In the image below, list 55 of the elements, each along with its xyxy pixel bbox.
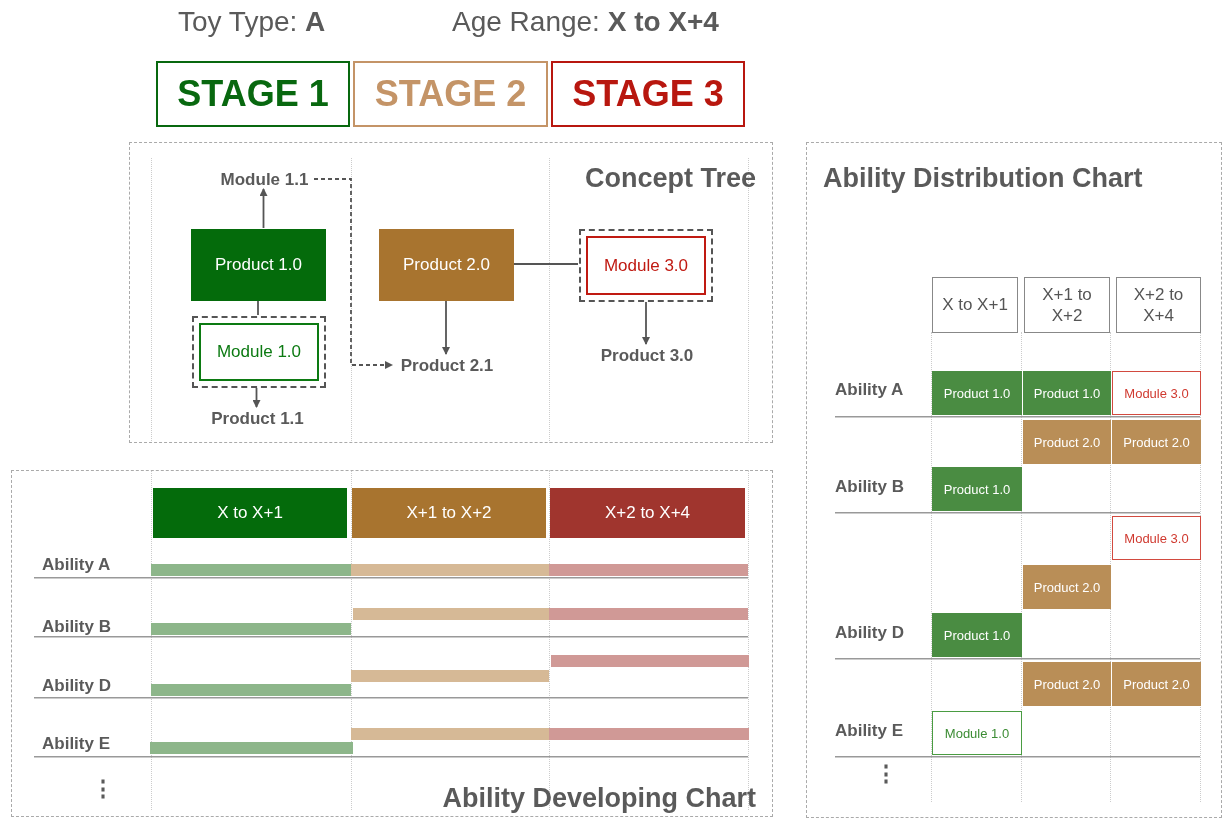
row-label: Ability D bbox=[835, 623, 904, 643]
node-label: Product 3.0 bbox=[593, 345, 701, 366]
node-label: Product 1.1 bbox=[204, 408, 311, 429]
row-label: Ability B bbox=[42, 617, 111, 637]
dashed-panel bbox=[806, 142, 1222, 818]
dashed-panel bbox=[11, 470, 773, 817]
row-label: Ability D bbox=[42, 676, 111, 696]
module-box: Module 3.0 bbox=[586, 236, 706, 295]
panel-title: Concept Tree bbox=[584, 163, 756, 194]
arrow bbox=[442, 299, 450, 355]
table-cell: Product 2.0 bbox=[1112, 420, 1201, 464]
table-cell: Product 1.0 bbox=[932, 467, 1022, 511]
dashed-frame bbox=[192, 316, 326, 388]
table-cell: Product 2.0 bbox=[1112, 662, 1201, 706]
arrow bbox=[313, 178, 393, 369]
dashed-frame bbox=[579, 229, 713, 302]
row-label: Ability B bbox=[835, 477, 904, 497]
age-header: X+2 to X+4 bbox=[550, 488, 745, 538]
ellipsis-mark: ⋮ bbox=[875, 761, 897, 787]
ellipsis-mark: ⋮ bbox=[92, 776, 114, 802]
table-cell: Product 1.0 bbox=[932, 371, 1022, 415]
stage-box: STAGE 1 bbox=[156, 61, 350, 127]
age-header: X to X+1 bbox=[153, 488, 347, 538]
stage-box: STAGE 2 bbox=[353, 61, 548, 127]
column-header: X+2 to X+4 bbox=[1116, 277, 1201, 333]
connector-line bbox=[257, 299, 259, 316]
arrow bbox=[642, 300, 650, 345]
module-box: Module 1.0 bbox=[199, 323, 319, 381]
table-cell: Product 2.0 bbox=[1023, 662, 1111, 706]
arrow bbox=[252, 386, 261, 408]
panel-title: Ability Developing Chart bbox=[442, 783, 756, 814]
product-box: Product 2.0 bbox=[379, 229, 514, 301]
row-label: Ability E bbox=[835, 721, 903, 741]
table-cell: Product 2.0 bbox=[1023, 565, 1111, 609]
row-label: Ability A bbox=[42, 555, 111, 575]
age-header: X+1 to X+2 bbox=[352, 488, 546, 538]
arrow bbox=[259, 188, 268, 229]
node-label: Product 2.1 bbox=[393, 355, 501, 376]
column-header: X to X+1 bbox=[932, 277, 1018, 333]
table-cell: Module 3.0 bbox=[1112, 371, 1201, 415]
table-cell: Product 1.0 bbox=[932, 613, 1022, 657]
column-header: X+1 to X+2 bbox=[1024, 277, 1110, 333]
table-cell: Module 1.0 bbox=[932, 711, 1022, 755]
row-label: Ability A bbox=[835, 380, 904, 400]
table-cell: Module 3.0 bbox=[1112, 516, 1201, 560]
header-text: Toy Type: A bbox=[178, 6, 326, 38]
header-text: Age Range: X to X+4 bbox=[452, 6, 719, 38]
table-cell: Product 2.0 bbox=[1023, 420, 1111, 464]
product-box: Product 1.0 bbox=[191, 229, 326, 301]
row-label: Ability E bbox=[42, 734, 110, 754]
stage-box: STAGE 3 bbox=[551, 61, 745, 127]
dashed-panel bbox=[129, 142, 773, 443]
node-label: Module 1.1 bbox=[214, 170, 315, 190]
panel-title: Ability Distribution Chart bbox=[823, 163, 1143, 194]
table-cell: Product 1.0 bbox=[1023, 371, 1111, 415]
